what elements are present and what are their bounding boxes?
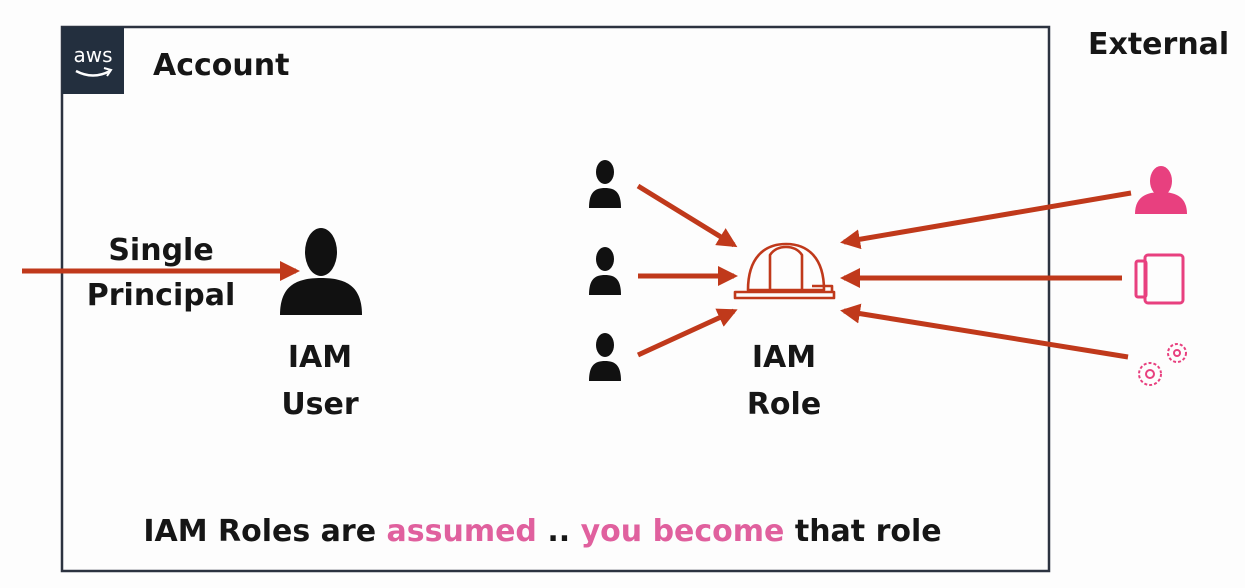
iam-user-label-line1: IAM xyxy=(287,340,353,375)
caption-part3: that role xyxy=(784,514,942,549)
hardhat-icon xyxy=(733,242,836,300)
user-icon xyxy=(589,160,621,208)
gears-icon xyxy=(1138,343,1187,386)
account-boundary xyxy=(60,25,1051,573)
iam-role-label-line1: IAM xyxy=(751,340,817,375)
external-assume-arrow xyxy=(840,303,1129,360)
iam-role-label-line2: Role xyxy=(746,387,822,422)
caption: IAM Roles are assumed .. you become that… xyxy=(0,514,1085,549)
account-label: Account xyxy=(153,48,290,83)
iam-user-icon xyxy=(280,228,362,315)
external-label: External xyxy=(1088,27,1230,62)
user-icon xyxy=(589,247,621,295)
external-user-icon xyxy=(1135,166,1187,214)
principal-label-line2: Principal xyxy=(86,278,236,313)
svg-text:aws: aws xyxy=(73,43,112,67)
assume-arrow xyxy=(636,308,738,358)
mobile-device-icon xyxy=(1134,253,1185,305)
external-assume-arrow xyxy=(840,190,1132,250)
principal-label-line1: Single xyxy=(108,233,214,268)
caption-highlight-assumed: assumed xyxy=(386,514,537,549)
assume-arrow xyxy=(636,183,738,248)
aws-logo: aws xyxy=(62,27,124,94)
user-icon xyxy=(589,333,621,381)
iam-user-label-line2: User xyxy=(281,387,359,422)
caption-highlight-become: you become xyxy=(580,514,785,549)
caption-part2: .. xyxy=(536,514,581,549)
caption-part1: IAM Roles are xyxy=(143,514,387,549)
